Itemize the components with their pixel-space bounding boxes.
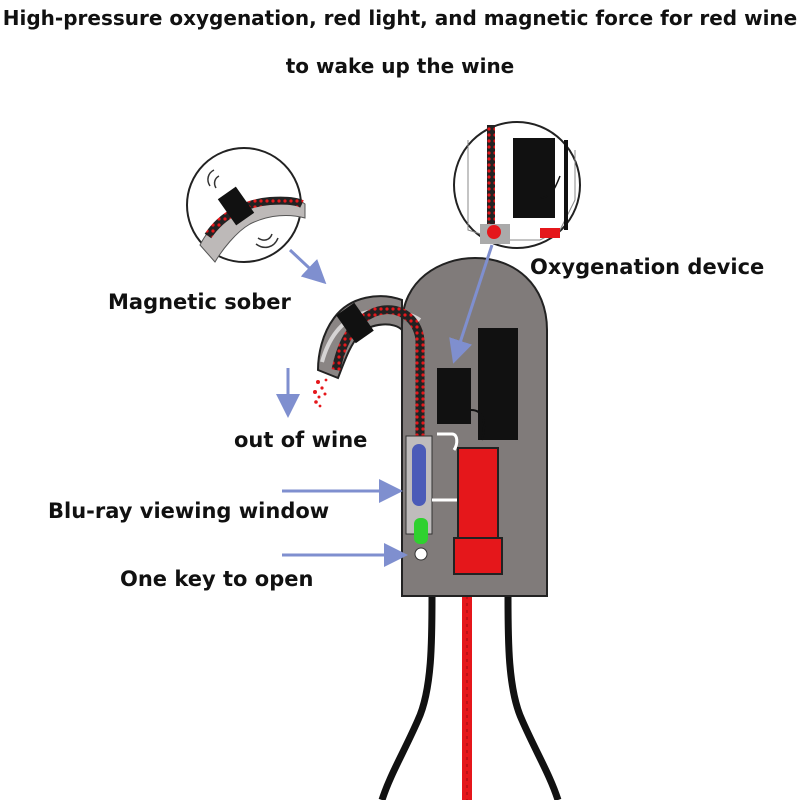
arrow-magnetic [288,248,327,285]
oxygen-valve [437,368,471,424]
title-line-1: High-pressure oxygenation, red light, an… [2,6,798,30]
label-one-key: One key to open [120,567,314,591]
label-magnetic-sober: Magnetic sober [108,290,291,314]
red-light-column [457,447,499,541]
title-line-2: to wake up the wine [285,54,515,78]
wine-channel [331,305,425,440]
callout-arrows [276,244,494,567]
arrow-oxygenation [449,244,494,364]
wine-bottle [378,595,562,800]
bluray-window [412,444,426,506]
magnetic-zoom [186,147,306,263]
label-bluray-window: Blu-ray viewing window [48,499,330,523]
label-out-of-wine: out of wine [234,428,368,452]
wine-drops [313,378,328,408]
red-light-base [453,537,503,575]
tube-red [462,572,472,800]
power-led [414,518,428,544]
oxygenation-zoom [453,121,581,249]
magnet [336,302,374,344]
label-oxygenation-device: Oxygenation device [530,255,765,279]
one-key-button[interactable] [414,547,428,561]
